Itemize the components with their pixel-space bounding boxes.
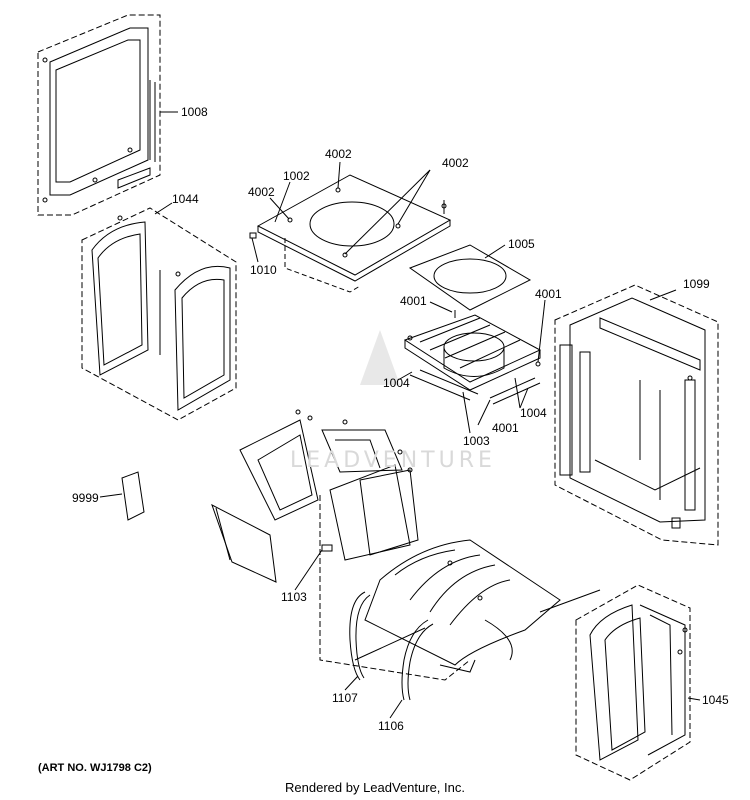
- part-label-1106[interactable]: 1106: [378, 719, 404, 733]
- side-housing-1045: [575, 584, 691, 781]
- part-label-1010[interactable]: 1010: [250, 263, 277, 277]
- side-housing-1044: [81, 202, 237, 421]
- rod-1107: [349, 591, 426, 681]
- rod-1106: [401, 619, 434, 701]
- side-housing-1099: [554, 284, 719, 546]
- part-label-1005[interactable]: 1005: [508, 237, 535, 251]
- part-label-1008[interactable]: 1008: [181, 105, 208, 119]
- gasket-1005: [408, 244, 532, 311]
- part-label-1044[interactable]: 1044: [172, 192, 199, 206]
- part-label-4001[interactable]: 4001: [400, 294, 427, 308]
- part-label-1099[interactable]: 1099: [683, 277, 710, 291]
- blower-housing-upper: [239, 409, 419, 561]
- part-label-1107[interactable]: 1107: [332, 691, 358, 705]
- part-label-1045[interactable]: 1045: [702, 693, 729, 707]
- part-label-9999[interactable]: 9999: [72, 491, 99, 505]
- part-label-4002[interactable]: 4002: [442, 156, 469, 170]
- top-cover-1002: [249, 174, 452, 293]
- footer-credit: Rendered by LeadVenture, Inc.: [285, 780, 465, 795]
- part-label-1004[interactable]: 1004: [383, 376, 410, 390]
- part-label-1003[interactable]: 1003: [463, 434, 490, 448]
- part-label-1002[interactable]: 1002: [283, 169, 310, 183]
- part-label-1004[interactable]: 1004: [520, 406, 547, 420]
- part-label-4002[interactable]: 4002: [248, 185, 275, 199]
- watermark-text: LEADVENTURE: [290, 448, 496, 473]
- front-panel-1008: [37, 14, 178, 216]
- envelope-9999: [121, 471, 145, 521]
- art-number: (ART NO. WJ1798 C2): [38, 762, 152, 774]
- part-label-1103[interactable]: 1103: [281, 590, 307, 604]
- part-labels: 1008 1044 4002 1002 4002 4002 1010 1005 …: [72, 105, 729, 733]
- part-label-4001[interactable]: 4001: [492, 421, 519, 435]
- part-label-4001[interactable]: 4001: [535, 287, 562, 301]
- orifice-assembly-1003: [403, 310, 542, 405]
- part-label-4002[interactable]: 4002: [325, 147, 352, 161]
- leader-lines: [99, 161, 701, 719]
- watermark: LEADVENTURE: [290, 330, 496, 473]
- blower-base: [319, 495, 601, 681]
- panel-1103: [211, 503, 333, 583]
